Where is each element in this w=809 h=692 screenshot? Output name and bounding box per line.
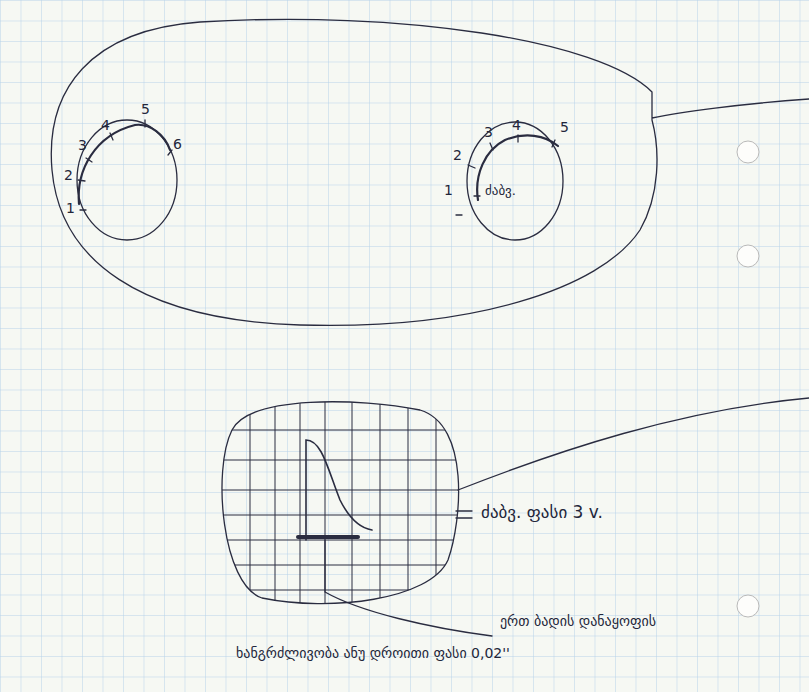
circle-outline (467, 122, 563, 240)
punch-holes (737, 141, 759, 617)
leader-line (325, 540, 492, 636)
tick-number: 4 (101, 118, 110, 133)
node-text: ძაბვ. (485, 183, 516, 198)
speech-balloon (51, 19, 809, 325)
tick-number: 2 (64, 168, 73, 183)
caption-note: ერთ ბადის დანაყოფის (500, 614, 656, 629)
tick-number: 1 (444, 183, 453, 198)
dial-circle: ძაბვ. (467, 122, 563, 240)
equals-mark (456, 511, 472, 518)
callout-line (458, 398, 809, 490)
circle-outline (467, 122, 563, 240)
caption-note: ხანგრძლივობა ანუ დროითი ფასი 0,02'' (236, 646, 510, 661)
tick-number: 6 (173, 137, 182, 152)
tick-number: 5 (560, 120, 569, 135)
value-note: ძაბვ. ფასი 3 v. (481, 503, 603, 522)
tick-number: 1 (66, 201, 75, 216)
pulse-trace (306, 440, 372, 540)
screen-grid (210, 390, 470, 620)
tick-number: 2 (453, 148, 462, 163)
tick-number: 3 (78, 138, 87, 153)
tick-number: 3 (484, 125, 493, 140)
tick-number: 4 (512, 118, 521, 133)
duration-bar (298, 535, 358, 539)
tick-number: 5 (141, 102, 150, 117)
oscilloscope-screen (222, 402, 459, 604)
dial-circle (77, 120, 177, 240)
